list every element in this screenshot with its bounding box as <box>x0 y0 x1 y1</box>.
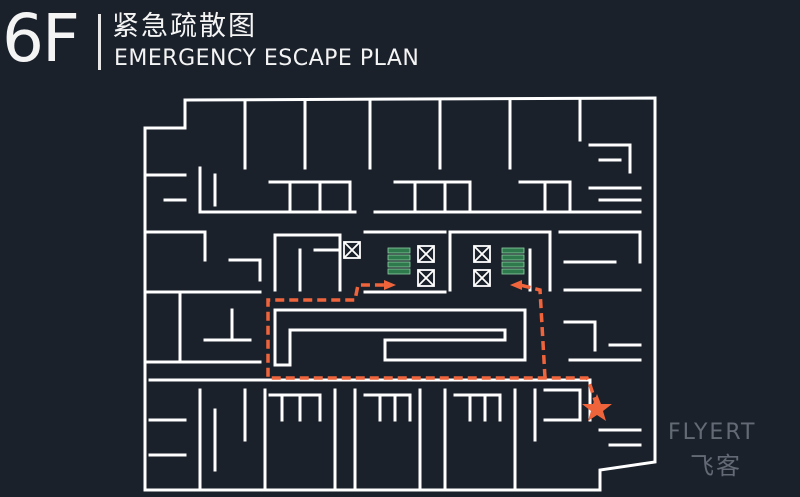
elevators <box>343 241 491 287</box>
floor-number: 6F <box>2 0 80 77</box>
elevator-icon <box>417 245 435 263</box>
plan-title-english: EMERGENCY ESCAPE PLAN <box>114 46 420 71</box>
plan-title-chinese: 紧急疏散图 <box>112 11 257 42</box>
elevator-icon <box>473 245 491 263</box>
elevator-icon <box>417 269 435 287</box>
watermark-brand: FLYERT <box>668 420 757 445</box>
watermark-brand-chinese: 飞客 <box>690 452 742 480</box>
header-divider <box>98 14 101 70</box>
star-icon <box>582 394 612 421</box>
arrow-left-icon <box>510 280 522 290</box>
walls <box>143 96 657 492</box>
sign-header: 6F 紧急疏散图 EMERGENCY ESCAPE PLAN <box>0 0 800 90</box>
escape-arrows <box>384 280 522 290</box>
stairs-icon <box>387 247 411 275</box>
elevator-icon <box>343 241 361 259</box>
arrow-right-icon <box>384 280 396 290</box>
escape-route <box>266 283 599 407</box>
stairs-icon <box>501 247 525 275</box>
elevator-icon <box>473 269 491 287</box>
